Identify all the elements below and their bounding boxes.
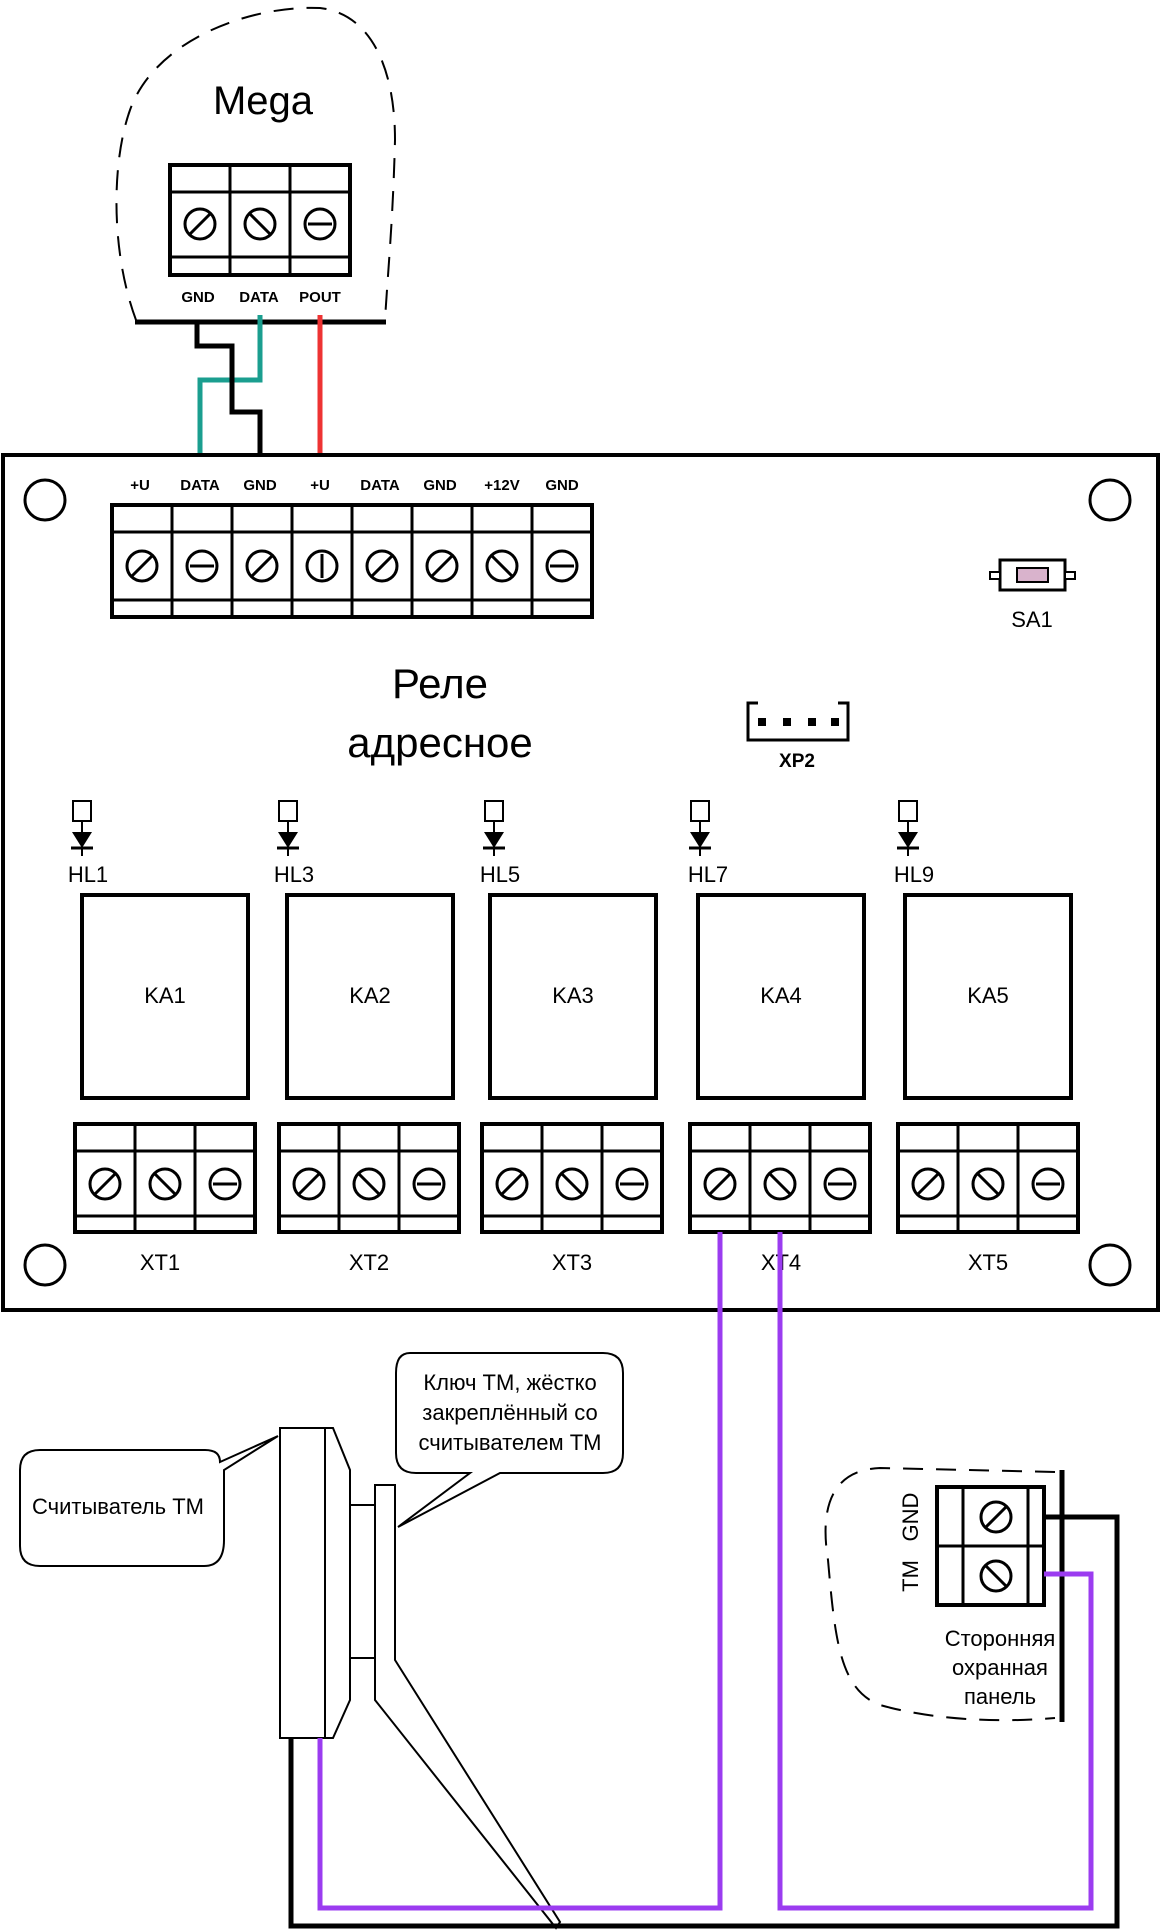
panel-dashed-outline — [824, 1466, 1056, 1722]
terminal-screw — [305, 549, 339, 583]
tm-key-label-line3: считывателем ТМ — [419, 1430, 602, 1455]
led-group: HL1 HL3 HL5 HL7 HL9 — [68, 800, 934, 887]
led-label: HL3 — [274, 862, 314, 887]
relay-label: KA1 — [144, 983, 186, 1008]
xp2-label: XP2 — [779, 751, 815, 772]
mega-screw — [243, 207, 277, 241]
mounting-hole — [23, 1243, 67, 1287]
top-pin-label: GND — [243, 477, 277, 494]
panel-screw-gnd — [979, 1500, 1013, 1534]
top-pin-label: +U — [310, 477, 330, 494]
terminal-screw — [485, 549, 519, 583]
panel-pin-tm: TM — [898, 1560, 923, 1592]
mounting-hole — [23, 478, 67, 522]
terminal-screw — [545, 549, 579, 583]
top-pin-label: +12V — [484, 477, 519, 494]
tm-key-callout — [395, 1352, 624, 1528]
relay-ka2 — [285, 893, 455, 1100]
mega-pin-label: POUT — [299, 289, 341, 306]
tm-key-label-line1: Ключ ТМ, жёстко — [423, 1370, 596, 1395]
tm-reader-bevel — [324, 1427, 351, 1739]
mega-pin-label: GND — [181, 289, 215, 306]
led-hl3 — [277, 800, 299, 856]
top-pin-labels: +U DATA GND +U DATA GND +12V GND — [130, 477, 579, 494]
terminal-label: XT1 — [140, 1250, 180, 1275]
relay-ka5 — [903, 893, 1073, 1100]
security-panel: GND TM Сторонняя охранная панель — [824, 1466, 1065, 1722]
board-title-line1: Реле — [392, 660, 488, 707]
led-hl7 — [689, 800, 711, 856]
mega-screw — [183, 207, 217, 241]
terminal-label: XT5 — [968, 1250, 1008, 1275]
led-hl1 — [71, 800, 93, 856]
relay-label: KA2 — [349, 983, 391, 1008]
panel-label-line1: Сторонняя — [945, 1626, 1056, 1651]
top-pin-label: GND — [545, 477, 579, 494]
tm-reader-label: Считыватель ТМ — [32, 1494, 204, 1519]
led-label: HL5 — [480, 862, 520, 887]
relay-group: KA1 KA2 KA3 KA4 KA5 — [80, 893, 1073, 1100]
mega-device: Mega GND DATA POUT — [115, 6, 397, 325]
panel-label-line3: панель — [964, 1684, 1036, 1709]
tm-reader-callout — [19, 1435, 279, 1567]
top-pin-label: DATA — [180, 477, 220, 494]
mounting-hole — [1088, 478, 1132, 522]
gnd-wire — [194, 322, 263, 462]
top-pin-label: GND — [423, 477, 457, 494]
top-pin-label: +U — [130, 477, 150, 494]
led-hl9 — [897, 800, 919, 856]
panel-screw-tm — [979, 1559, 1013, 1593]
relay-ka1 — [80, 893, 250, 1100]
terminal-screw — [185, 549, 219, 583]
sa1-button: SA1 — [989, 558, 1076, 632]
terminal-label: XT2 — [349, 1250, 389, 1275]
terminal-xt1 — [73, 1122, 257, 1234]
terminal-screw — [425, 549, 459, 583]
mega-dashed-outline — [115, 6, 397, 321]
mega-screw — [303, 207, 337, 241]
xp2-connector: XP2 — [746, 701, 850, 772]
led-label: HL7 — [688, 862, 728, 887]
terminal-screw — [365, 549, 399, 583]
terminal-screw — [245, 549, 279, 583]
relay-label: KA3 — [552, 983, 594, 1008]
relay-label: KA5 — [967, 983, 1009, 1008]
mega-title: Mega — [213, 79, 314, 123]
tm-reader-assembly: Считыватель ТМ Ключ ТМ, жёстко закреплён… — [19, 1352, 624, 1930]
bottom-wires — [288, 1232, 1120, 1929]
tm-wire-reader — [317, 1232, 723, 1911]
mega-pin-label: DATA — [239, 289, 279, 306]
terminal-xt4 — [688, 1122, 872, 1234]
tm-key-contact — [349, 1504, 376, 1659]
panel-label-line2: охранная — [952, 1655, 1048, 1680]
terminal-xt2 — [277, 1122, 461, 1234]
relay-label: KA4 — [760, 983, 802, 1008]
panel-pin-gnd: GND — [898, 1493, 923, 1542]
tm-reader-body — [279, 1427, 326, 1739]
board-title-line2: адресное — [347, 719, 533, 766]
led-label: HL1 — [68, 862, 108, 887]
terminal-label: XT3 — [552, 1250, 592, 1275]
tm-wire-panel — [777, 1232, 1094, 1911]
relay-ka3 — [488, 893, 658, 1100]
led-label: HL9 — [894, 862, 934, 887]
relay-board: +U DATA GND +U DATA GND +12V GND — [1, 453, 1160, 1312]
top-pin-label: DATA — [360, 477, 400, 494]
gnd-loop-wire — [288, 1514, 1120, 1929]
mounting-hole — [1088, 1243, 1132, 1287]
sa1-label: SA1 — [1011, 607, 1053, 632]
terminal-xt5 — [896, 1122, 1080, 1234]
top-terminal-block — [110, 503, 594, 619]
terminal-screw — [125, 549, 159, 583]
xt-terminal-blocks: XT1 XT2 XT3 XT4 XT5 — [73, 1122, 1080, 1275]
tm-key-label-line2: закреплённый со — [422, 1400, 597, 1425]
terminal-xt3 — [480, 1122, 664, 1234]
mega-board-wires — [194, 315, 323, 462]
led-hl5 — [483, 800, 505, 856]
relay-ka4 — [696, 893, 866, 1100]
tm-key-shape — [374, 1484, 562, 1930]
